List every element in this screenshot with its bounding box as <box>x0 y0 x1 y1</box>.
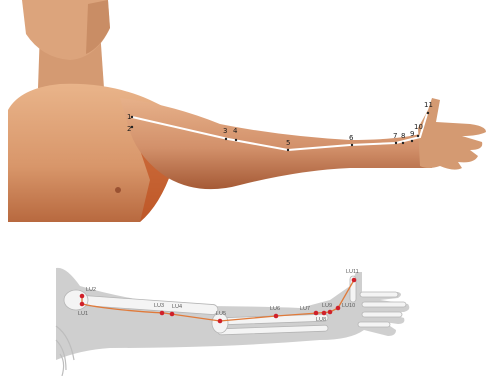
top-label-4: 4 <box>233 127 238 135</box>
bottom-label-lu2: LU2 <box>86 287 96 293</box>
top-label-10: 10 <box>414 123 423 131</box>
bottom-label-lu10: LU10 <box>342 303 355 309</box>
top-label-6: 6 <box>349 134 354 142</box>
bottom-label-lu11: LU11 <box>346 269 359 275</box>
top-label-3: 3 <box>223 127 227 135</box>
nipple <box>115 187 121 193</box>
bottom-label-lu4: LU4 <box>172 304 182 310</box>
finger-bone-3 <box>362 312 402 317</box>
bottom-label-lu3: LU3 <box>154 303 164 309</box>
bottom-label-lu7: LU7 <box>300 306 310 312</box>
top-figure: 1 2 3 4 5 6 7 8 9 10 11 <box>8 0 486 222</box>
top-label-2: 2 <box>127 125 131 133</box>
top-label-1: 1 <box>127 113 131 121</box>
shoulder-joint <box>64 290 88 310</box>
finger-bone-4 <box>358 322 390 327</box>
finger-bone-2 <box>362 302 406 307</box>
bottom-figure: LU1 LU2 LU3 LU4 LU5 LU6 LU7 LU8 LU9 LU10… <box>56 268 409 376</box>
bottom-label-lu6: LU6 <box>270 306 280 312</box>
top-label-9: 9 <box>410 130 414 138</box>
bottom-label-lu1: LU1 <box>78 311 88 317</box>
bottom-label-lu8: LU8 <box>316 317 326 323</box>
top-label-11: 11 <box>424 101 433 109</box>
top-label-5: 5 <box>286 139 290 147</box>
bottom-label-lu5: LU5 <box>216 311 226 317</box>
finger-bone-1 <box>360 292 398 297</box>
top-label-7: 7 <box>393 132 397 140</box>
bottom-label-lu9: LU9 <box>322 303 332 309</box>
top-label-8: 8 <box>401 132 405 140</box>
